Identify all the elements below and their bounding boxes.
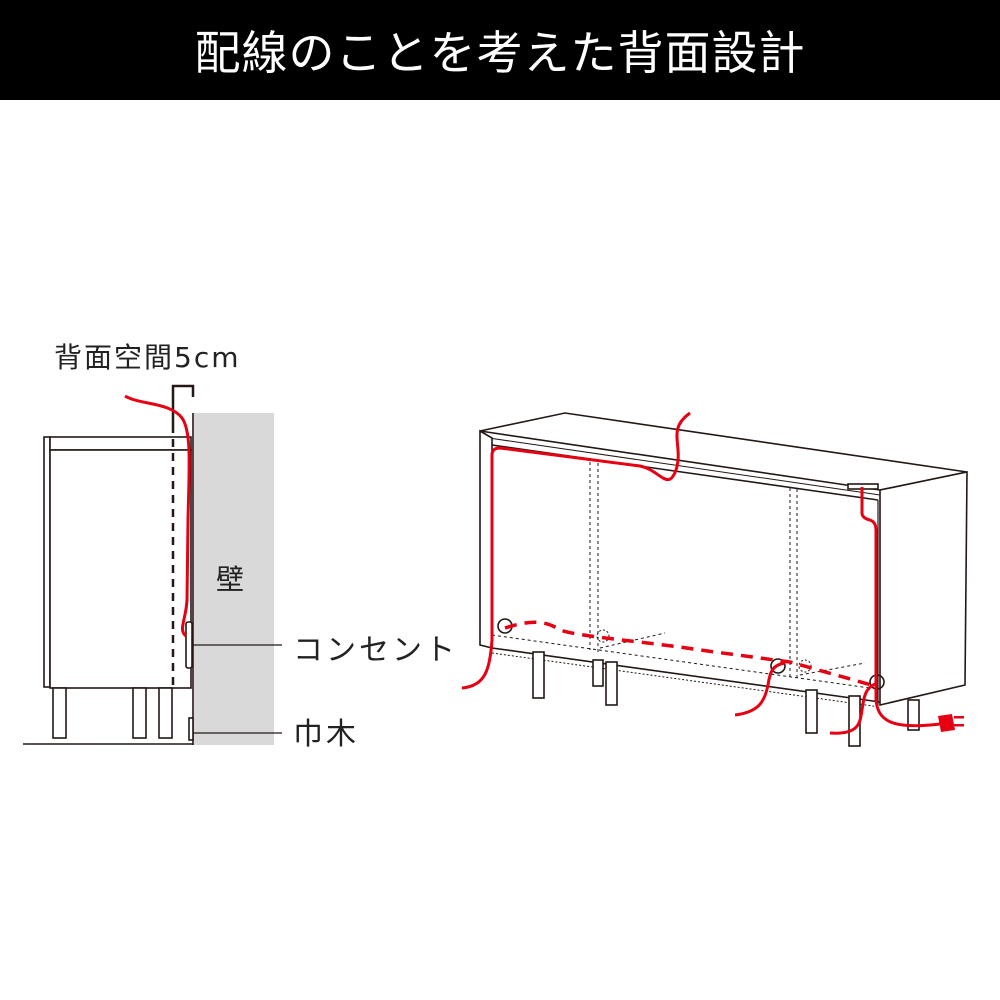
- cable-middle: [734, 661, 786, 717]
- legs: [532, 651, 920, 747]
- cable-left: [461, 411, 691, 690]
- wall: [194, 413, 274, 745]
- plug-icon: [938, 714, 964, 732]
- gap-label: 背面空間5cm: [54, 341, 241, 374]
- wall-label: 壁: [216, 563, 245, 596]
- title-bar: 配線のことを考えた背面設計: [0, 0, 1000, 100]
- cable-side: [124, 394, 191, 638]
- side-view: [23, 384, 282, 745]
- right-side-panel: [879, 471, 968, 707]
- bottom-edge: [491, 647, 881, 703]
- cabinet-perspective: [479, 412, 968, 747]
- divider-dotted-lines: [491, 462, 871, 689]
- cables-perspective: [461, 411, 941, 735]
- cable-hidden-route: [504, 620, 876, 688]
- page-title: 配線のことを考えた背面設計: [194, 26, 806, 80]
- cable-right-lower: [829, 682, 876, 735]
- gap-bracket: [171, 384, 195, 425]
- cabinet-side: [43, 436, 192, 739]
- outlet-label: コンセント: [293, 633, 458, 668]
- cable-holes: [497, 618, 885, 690]
- outlet: [185, 621, 193, 669]
- baseboard: [188, 717, 194, 741]
- baseboard-label: 巾木: [293, 717, 359, 752]
- left-side-panel: [479, 429, 493, 650]
- cable-right: [860, 487, 941, 728]
